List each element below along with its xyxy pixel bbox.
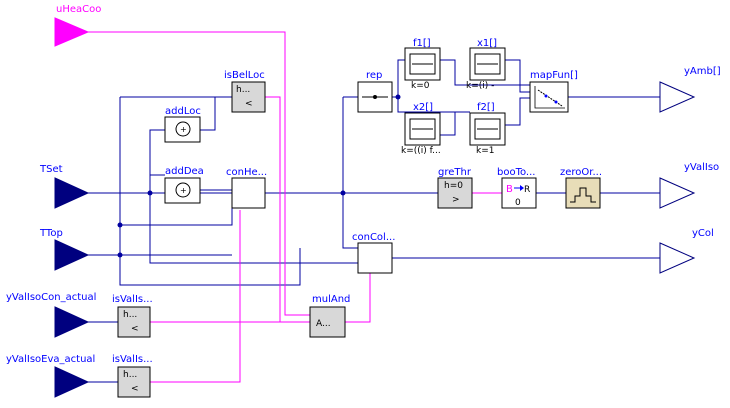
svg-text:k=1: k=1	[476, 146, 494, 156]
svg-text:<: <	[131, 324, 139, 334]
svg-text:f1[]: f1[]	[413, 38, 431, 49]
svg-text:x1[]: x1[]	[477, 38, 497, 49]
svg-text:yValIsoCon_actual: yValIsoCon_actual	[6, 292, 96, 303]
bool-wires	[88, 31, 502, 383]
svg-text:<: <	[131, 384, 139, 394]
block-addLoc[interactable]: addLoc +	[164, 106, 201, 143]
svg-text:B: B	[506, 184, 513, 195]
input-uHeaCoo[interactable]: uHeaCoo	[54, 4, 101, 47]
svg-text:R: R	[524, 185, 530, 195]
svg-text:conCol...: conCol...	[352, 232, 395, 243]
svg-text:zeroOr...: zeroOr...	[560, 167, 602, 178]
input-yValIsoEva[interactable]: yValIsoEva_actual	[6, 354, 95, 398]
svg-text:0: 0	[515, 198, 521, 208]
input-TTop[interactable]: TTop	[39, 228, 90, 271]
svg-text:x2[]: x2[]	[413, 102, 433, 113]
block-addDea[interactable]: addDea +	[164, 166, 204, 204]
block-zeroOr[interactable]: zeroOr...	[560, 167, 602, 209]
svg-text:uHeaCoo: uHeaCoo	[56, 4, 101, 15]
svg-text:<: <	[245, 99, 253, 109]
svg-text:k=(i) -: k=(i) -	[466, 81, 494, 91]
svg-text:A...: A...	[316, 319, 331, 329]
block-mapFun[interactable]: mapFun[]	[529, 70, 578, 113]
svg-text:mulAnd: mulAnd	[312, 294, 350, 305]
svg-text:yValIsoEva_actual: yValIsoEva_actual	[6, 354, 95, 365]
svg-text:k=0: k=0	[411, 81, 430, 91]
svg-text:+: +	[180, 125, 187, 134]
svg-text:mapFun[]: mapFun[]	[530, 70, 578, 81]
block-mulAnd[interactable]: mulAnd A...	[309, 294, 350, 338]
block-x2[interactable]: x2[] k=((i) f...	[401, 102, 441, 156]
block-f2[interactable]: f2[] k=1	[469, 102, 506, 156]
svg-text:f2[]: f2[]	[477, 102, 495, 113]
block-isBelLoc[interactable]: isBelLoc h... <	[224, 70, 266, 113]
svg-text:addDea: addDea	[165, 166, 204, 177]
block-isValIsoEva[interactable]: isValIs... h... <	[112, 354, 153, 398]
block-isValIsoCon[interactable]: isValIs... h... <	[112, 294, 153, 338]
output-yAmb[interactable]: yAmb[]	[659, 66, 721, 113]
svg-text:k=((i) f...: k=((i) f...	[401, 146, 441, 156]
svg-text:isBelLoc: isBelLoc	[224, 70, 265, 81]
block-x1[interactable]: x1[] k=(i) -	[466, 38, 506, 91]
output-yValIso[interactable]: yValIso	[659, 162, 719, 209]
block-conHea[interactable]: conHe...	[226, 167, 267, 209]
svg-text:yValIso: yValIso	[684, 162, 719, 173]
output-yCol[interactable]: yCol	[659, 228, 714, 274]
block-booTo[interactable]: booTo... B R 0	[497, 167, 537, 209]
svg-text:h=0: h=0	[444, 181, 463, 191]
svg-text:conHe...: conHe...	[226, 167, 267, 178]
svg-text:+: +	[180, 186, 187, 195]
block-f1[interactable]: f1[] k=0	[404, 38, 441, 91]
input-yValIsoCon[interactable]: yValIsoCon_actual	[6, 292, 96, 338]
svg-text:h...: h...	[123, 310, 137, 320]
svg-text:yCol: yCol	[692, 228, 714, 239]
junctions	[117, 94, 401, 258]
svg-text:booTo...: booTo...	[497, 167, 535, 178]
svg-text:h...: h...	[236, 85, 250, 95]
svg-text:TTop: TTop	[39, 228, 63, 239]
svg-text:h...: h...	[123, 370, 137, 380]
real-wires	[88, 59, 660, 383]
svg-text:>: >	[452, 195, 460, 205]
svg-text:isValIs...: isValIs...	[112, 294, 153, 305]
svg-text:greThr: greThr	[438, 167, 472, 178]
block-conCol[interactable]: conCol...	[352, 232, 395, 274]
input-TSet[interactable]: TSet	[39, 164, 90, 209]
block-rep[interactable]: rep	[357, 70, 393, 113]
svg-text:isValIs...: isValIs...	[112, 354, 153, 365]
svg-text:TSet: TSet	[39, 164, 63, 175]
svg-text:yAmb[]: yAmb[]	[684, 66, 721, 77]
block-greThr[interactable]: greThr h=0 >	[437, 167, 473, 209]
svg-text:rep: rep	[366, 70, 382, 81]
svg-text:addLoc: addLoc	[165, 106, 201, 117]
